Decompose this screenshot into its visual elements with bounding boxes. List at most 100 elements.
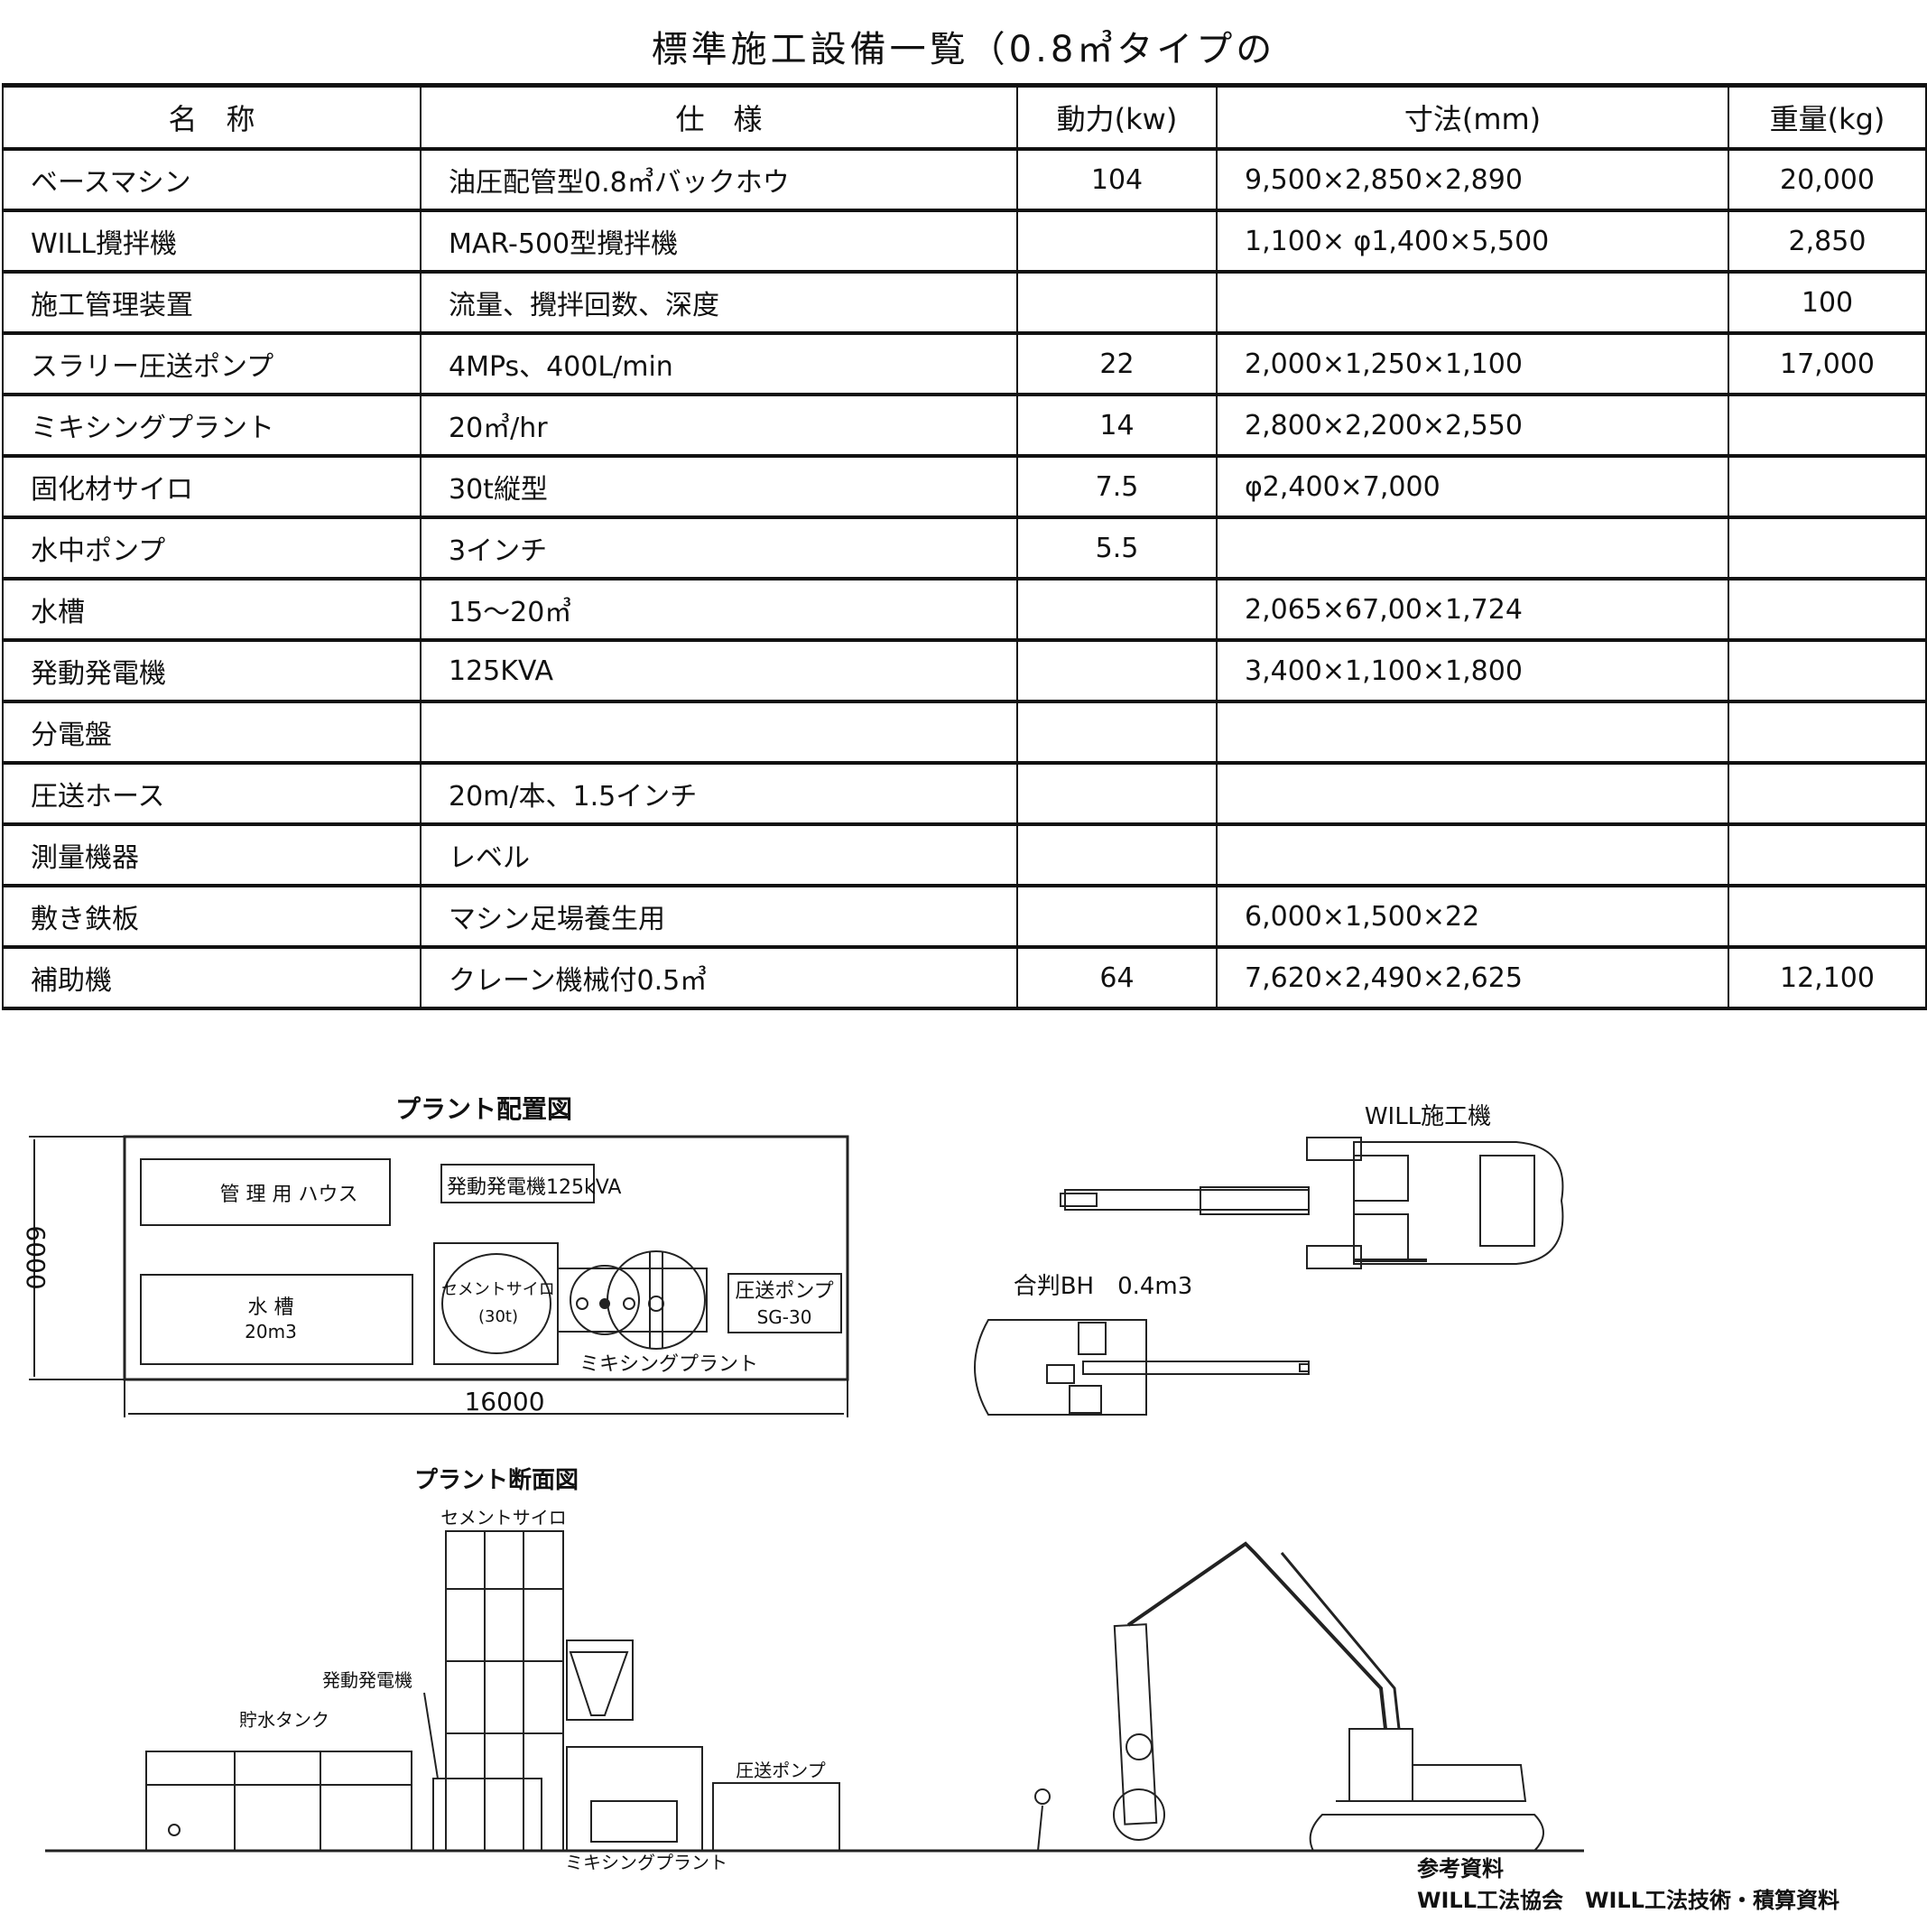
weight-cell: 2,850 [1728,209,1927,273]
spec-cell: 20m/本、1.5インチ [420,762,1018,825]
section-pump-label: 圧送ポンプ [736,1760,825,1781]
section-tank-label: 貯水タンク [239,1709,329,1731]
name-cell: 分電盤 [2,701,422,764]
equipment-table: 名 称仕 様動力(kw)寸法(mm)重量(kg) ベースマシン油圧配管型0.8㎥… [2,83,1927,1010]
dimension-cell: 9,500×2,850×2,890 [1216,148,1729,211]
house [140,1158,391,1226]
power-cell: 14 [1016,394,1218,457]
weight-cell [1728,701,1927,764]
weight-cell [1728,885,1927,948]
power-cell [1016,701,1218,764]
section-title: プラント断面図 [414,1466,579,1494]
spec-cell: 油圧配管型0.8㎥バックホウ [420,148,1018,211]
spec-cell: 30t縦型 [420,455,1018,518]
generator [440,1164,595,1203]
power-cell: 22 [1016,332,1218,395]
power-cell [1016,578,1218,641]
pump [727,1273,842,1333]
power-cell [1016,762,1218,825]
name-cell: 水槽 [2,578,422,641]
name-cell: WILL攪拌機 [2,209,422,273]
name-cell: ベースマシン [2,148,422,211]
dimension-cell [1216,823,1729,887]
section-mixing-label: ミキシングプラント [565,1852,727,1873]
spec-cell: 3インチ [420,516,1018,580]
bh-machine-label: 合判BH 0.4m3 [1014,1273,1193,1300]
table-header: 名 称仕 様動力(kw)寸法(mm)重量(kg) [2,84,1927,150]
tank-label: 水 槽 [248,1296,294,1319]
name-cell: 施工管理装置 [2,271,422,334]
weight-cell: 20,000 [1728,148,1927,211]
spec-cell: 流量、攪拌回数、深度 [420,271,1018,334]
spec-cell: 20㎥/hr [420,394,1018,457]
power-cell [1016,823,1218,887]
power-cell: 64 [1016,946,1218,1009]
name-cell: 圧送ホース [2,762,422,825]
name-cell: ミキシングプラント [2,394,422,457]
dimension-cell [1216,762,1729,825]
power-cell [1016,639,1218,702]
power-cell [1016,885,1218,948]
mixing-label: ミキシングプラント [579,1353,758,1376]
weight-cell [1728,639,1927,702]
excavator-side-view [1034,1541,1544,1852]
power-cell: 5.5 [1016,516,1218,580]
generator-label: 発動発電機125kVA [447,1176,621,1199]
dimension-cell [1216,271,1729,334]
reference-label: 参考資料 [1417,1856,1504,1881]
house-label: 管 理 用 ハウス [220,1184,358,1206]
reference: 参考資料 WILL工法協会 WILL工法技術・積算資料 [1417,1856,1839,1913]
weight-cell: 100 [1728,271,1927,334]
weight-cell [1728,823,1927,887]
will-machine-top-view: WILL施工機 [1060,1103,1564,1269]
spec-cell: 15～20㎥ [420,578,1018,641]
table-row: 測量機器レベル [2,823,1927,887]
silo-label: セメントサイロ [441,1280,555,1299]
name-cell: 発動発電機 [2,639,422,702]
weight-cell [1728,455,1927,518]
dimension-cell: 2,065×67,00×1,724 [1216,578,1729,641]
spec-cell [420,701,1018,764]
storage-tank [145,1751,412,1852]
silo-tower [445,1530,564,1852]
dimension-cell: 1,100× φ1,400×5,500 [1216,209,1729,273]
section-generator-label: 発動発電機 [322,1669,412,1691]
dimension-cell: 3,400×1,100×1,800 [1216,639,1729,702]
name-cell: 測量機器 [2,823,422,887]
column-header: 名 称 [2,84,422,150]
pump-label: 圧送ポンプ [735,1280,833,1303]
power-cell: 7.5 [1016,455,1218,518]
dimension-cell: 6,000×1,500×22 [1216,885,1729,948]
water-tank [140,1274,413,1365]
section-silo-label: セメントサイロ [440,1507,567,1528]
will-machine-label: WILL施工機 [1365,1103,1491,1130]
plant-layout: プラント配置図 6000 16000 管 理 用 ハウス 発動発電機125kVA… [21,1094,849,1417]
name-cell: 補助機 [2,946,422,1009]
table-row: 分電盤 [2,701,1927,764]
weight-cell: 12,100 [1728,946,1927,1009]
bh-machine-top-view: 合判BH 0.4m3 [974,1273,1310,1416]
page-title: 標準施工設備一覧（0.8㎥タイプの [651,29,1276,70]
pump-model: SG-30 [757,1306,812,1328]
column-header: 重量(kg) [1728,84,1927,150]
name-cell: 固化材サイロ [2,455,422,518]
weight-cell [1728,762,1927,825]
weight-cell: 17,000 [1728,332,1927,395]
column-header: 仕 様 [420,84,1018,150]
power-cell: 104 [1016,148,1218,211]
height-dimension: 6000 [21,1225,51,1289]
table-row: 施工管理装置流量、攪拌回数、深度 100 [2,271,1927,334]
reference-source: WILL工法協会 WILL工法技術・積算資料 [1417,1888,1839,1913]
silo-size: (30t) [478,1307,518,1326]
dimension-cell: 2,800×2,200×2,550 [1216,394,1729,457]
weight-cell [1728,578,1927,641]
